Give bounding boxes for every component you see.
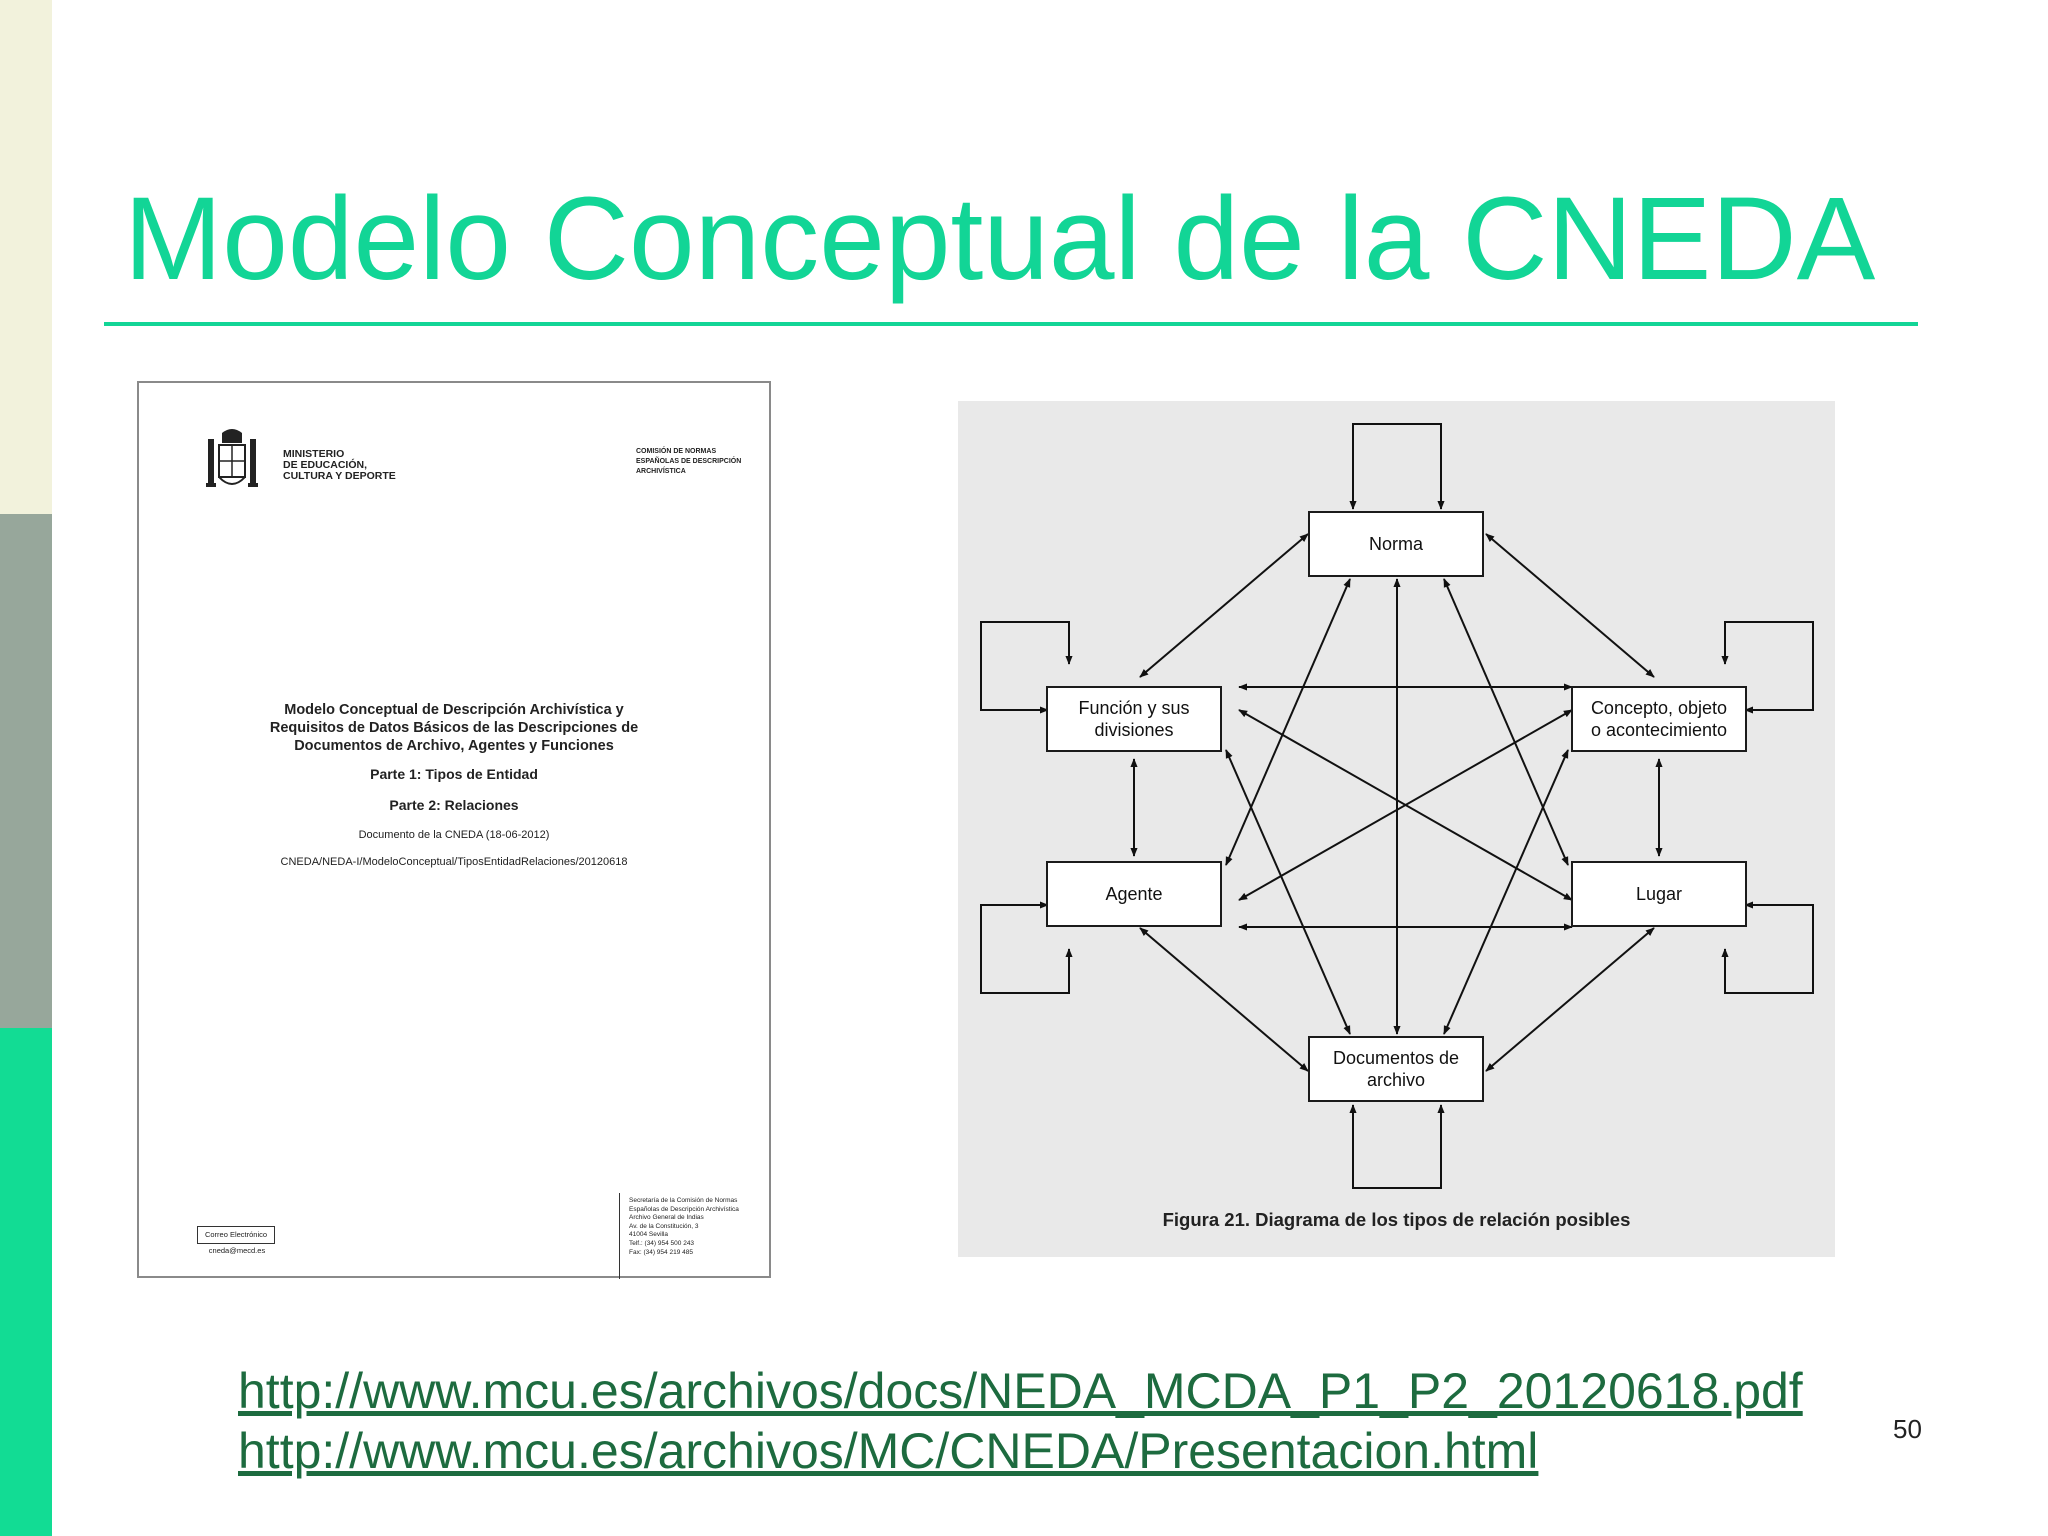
coat-of-arms-icon — [206, 429, 258, 487]
commission-line: ESPAÑOLAS DE DESCRIPCIÓN — [636, 458, 742, 465]
address-line: Españolas de Descripción Archivística — [629, 1205, 739, 1213]
node-agente: Agente — [1046, 861, 1222, 927]
commission-line: ARCHIVÍSTICA — [636, 468, 686, 475]
ministry-line: DE EDUCACIÓN, — [283, 459, 368, 471]
node-label: Norma — [1368, 534, 1423, 554]
address-line: Archivo General de Indias — [629, 1214, 704, 1222]
node-label: Lugar — [1635, 884, 1683, 904]
link-pdf[interactable]: http://www.mcu.es/archivos/docs/NEDA_MCD… — [238, 1363, 1803, 1419]
node-documentos: Documentos de archivo — [1308, 1036, 1484, 1102]
document-date: Documento de la CNEDA (18-06-2012) — [358, 829, 550, 841]
side-bar-middle — [0, 514, 52, 1028]
node-norma: Norma — [1308, 511, 1484, 577]
heading-line: Modelo Conceptual de Descripción Archiví… — [284, 702, 624, 718]
address-divider — [619, 1193, 620, 1279]
address-line: Telf.: (34) 954 500 243 — [629, 1239, 695, 1247]
slide-title: Modelo Conceptual de la CNEDA — [124, 173, 1876, 305]
document-thumbnail: MINISTERIO DE EDUCACIÓN, CULTURA Y DEPOR… — [137, 381, 771, 1279]
node-label: Función y sus divisiones — [1078, 698, 1190, 740]
link-presentation[interactable]: http://www.mcu.es/archivos/MC/CNEDA/Pres… — [238, 1423, 1539, 1479]
node-concepto: Concepto, objeto o acontecimiento — [1571, 686, 1747, 752]
address-block: Secretaría de la Comisión de Normas Espa… — [629, 1197, 769, 1257]
relation-arrows — [980, 423, 1814, 1189]
document-part-1: Parte 1: Tipos de Entidad — [370, 766, 538, 782]
side-bar-top — [0, 0, 52, 514]
figure-caption: Figura 21. Diagrama de los tipos de rela… — [1162, 1209, 1631, 1230]
heading-line: Requisitos de Datos Básicos de las Descr… — [269, 720, 639, 736]
heading-line: Documentos de Archivo, Agentes y Funcion… — [294, 738, 614, 754]
title-underline — [104, 322, 1918, 326]
reference-links: http://www.mcu.es/archivos/docs/NEDA_MCD… — [238, 1361, 1803, 1481]
email-address: cneda@mecd.es — [208, 1246, 266, 1255]
node-label: Concepto, objeto o acontecimiento — [1590, 698, 1728, 740]
node-lugar: Lugar — [1571, 861, 1747, 927]
page-number: 50 — [1893, 1414, 1922, 1444]
side-bar-bottom — [0, 1028, 52, 1536]
address-line: Secretaría de la Comisión de Normas — [629, 1197, 738, 1204]
ministry-name: MINISTERIO DE EDUCACIÓN, CULTURA Y DEPOR… — [283, 449, 483, 482]
document-part-2: Parte 2: Relaciones — [389, 797, 519, 813]
relation-diagram: Norma Función y sus divisiones Concepto,… — [958, 401, 1835, 1257]
ministry-line: CULTURA Y DEPORTE — [283, 470, 396, 482]
ministry-line: MINISTERIO — [283, 448, 345, 460]
commission-line: COMISIÓN DE NORMAS — [636, 448, 717, 455]
node-label: Documentos de archivo — [1332, 1048, 1460, 1090]
address-line: Fax: (34) 954 219 485 — [629, 1248, 693, 1256]
email-label-box: Correo Electrónico — [197, 1226, 275, 1244]
address-line: Av. de la Constitución, 3 — [629, 1222, 699, 1230]
document-code: CNEDA/NEDA-I/ModeloConceptual/TiposEntid… — [280, 856, 628, 868]
node-funcion: Función y sus divisiones — [1046, 686, 1222, 752]
commission-name: COMISIÓN DE NORMAS ESPAÑOLAS DE DESCRIPC… — [636, 447, 766, 477]
address-line: 41004 Sevilla — [629, 1231, 669, 1239]
node-label: Agente — [1105, 884, 1163, 904]
document-heading: Modelo Conceptual de Descripción Archiví… — [139, 701, 769, 755]
